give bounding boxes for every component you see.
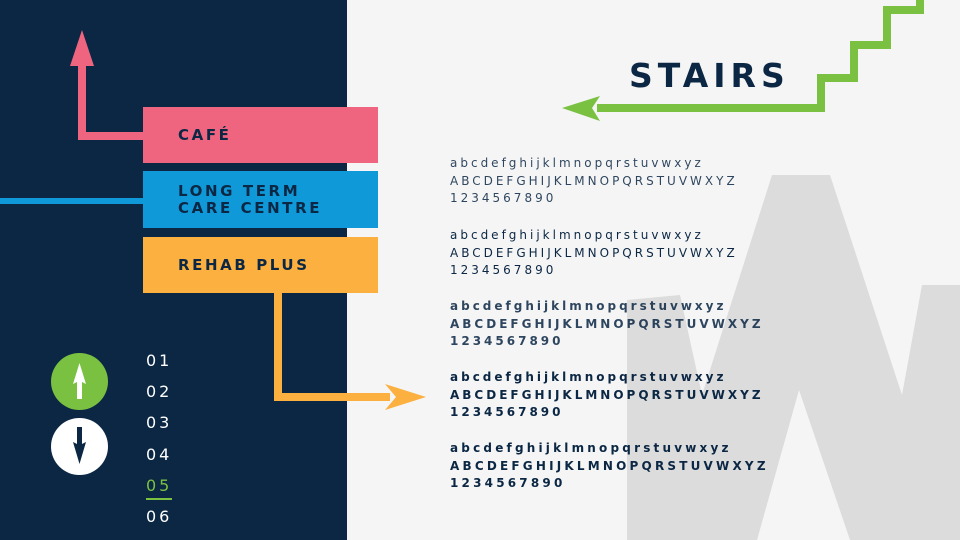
floor-item: 03 <box>146 413 173 433</box>
sign-long-term-care: LONG TERM CARE CENTRE <box>143 171 378 228</box>
specimen-lowercase: abcdefghijklmnopqrstuvwxyz <box>450 299 727 313</box>
specimen-uppercase: ABCDEFGHIJKLMNOPQRSTUVWXYZ <box>450 387 764 402</box>
watermark-logo <box>627 175 960 540</box>
specimen-uppercase: ABCDEFGHIJKLMNOPQRSTUVWXYZ <box>450 316 764 331</box>
stairs-title: STAIRS <box>629 56 790 95</box>
specimen-lowercase: abcdefghijklmnopqrstuvwxyz <box>450 441 732 455</box>
sign-long-term-line2: CARE CENTRE <box>178 198 323 217</box>
type-specimen-regular: abcdefghijklmnopqrstuvwxyz ABCDEFGHIJKLM… <box>450 227 738 280</box>
sign-rehab-plus: REHAB PLUS <box>143 237 378 293</box>
floor-item-active: 05 <box>146 475 173 507</box>
rehab-arrow <box>274 293 426 410</box>
floor-item: 04 <box>146 444 173 464</box>
specimen-uppercase: ABCDEFGHIJKLMNOPQRSTUVWXYZ <box>450 458 769 473</box>
stairs-arrow <box>562 0 924 121</box>
specimen-numbers: 1234567890 <box>450 334 564 348</box>
right-panel <box>347 0 960 540</box>
floor-list: 01 02 03 04 05 06 <box>146 351 173 538</box>
specimen-uppercase: ABCDEFGHIJKLMNOPQRSTUVWXYZ <box>450 173 738 188</box>
sign-rehab-label: REHAB PLUS <box>178 255 310 274</box>
floor-item: 01 <box>146 351 173 370</box>
type-specimen-bold: abcdefghijklmnopqrstuvwxyz ABCDEFGHIJKLM… <box>450 440 769 493</box>
type-specimen-medium: abcdefghijklmnopqrstuvwxyz ABCDEFGHIJKLM… <box>450 298 764 351</box>
floor-item: 06 <box>146 506 173 526</box>
type-specimen-semibold: abcdefghijklmnopqrstuvwxyz ABCDEFGHIJKLM… <box>450 369 764 422</box>
elevator-down-icon <box>51 418 108 475</box>
floor-item: 02 <box>146 382 173 402</box>
specimen-numbers: 1234567890 <box>450 405 564 419</box>
sign-cafe-label: CAFÉ <box>178 125 232 144</box>
specimen-numbers: 1234567890 <box>450 476 566 490</box>
sign-long-term-line1: LONG TERM <box>178 181 301 200</box>
cafe-arrow <box>70 30 143 140</box>
specimen-numbers: 1234567890 <box>450 191 557 205</box>
elevator-up-icon <box>51 353 108 410</box>
type-specimen-light: abcdefghijklmnopqrstuvwxyz ABCDEFGHIJKLM… <box>450 155 738 208</box>
specimen-uppercase: ABCDEFGHIJKLMNOPQRSTUVWXYZ <box>450 245 738 260</box>
specimen-lowercase: abcdefghijklmnopqrstuvwxyz <box>450 228 704 242</box>
specimen-lowercase: abcdefghijklmnopqrstuvwxyz <box>450 156 704 170</box>
specimen-numbers: 1234567890 <box>450 263 557 277</box>
sign-cafe: CAFÉ <box>143 107 378 163</box>
specimen-lowercase: abcdefghijklmnopqrstuvwxyz <box>450 370 727 384</box>
